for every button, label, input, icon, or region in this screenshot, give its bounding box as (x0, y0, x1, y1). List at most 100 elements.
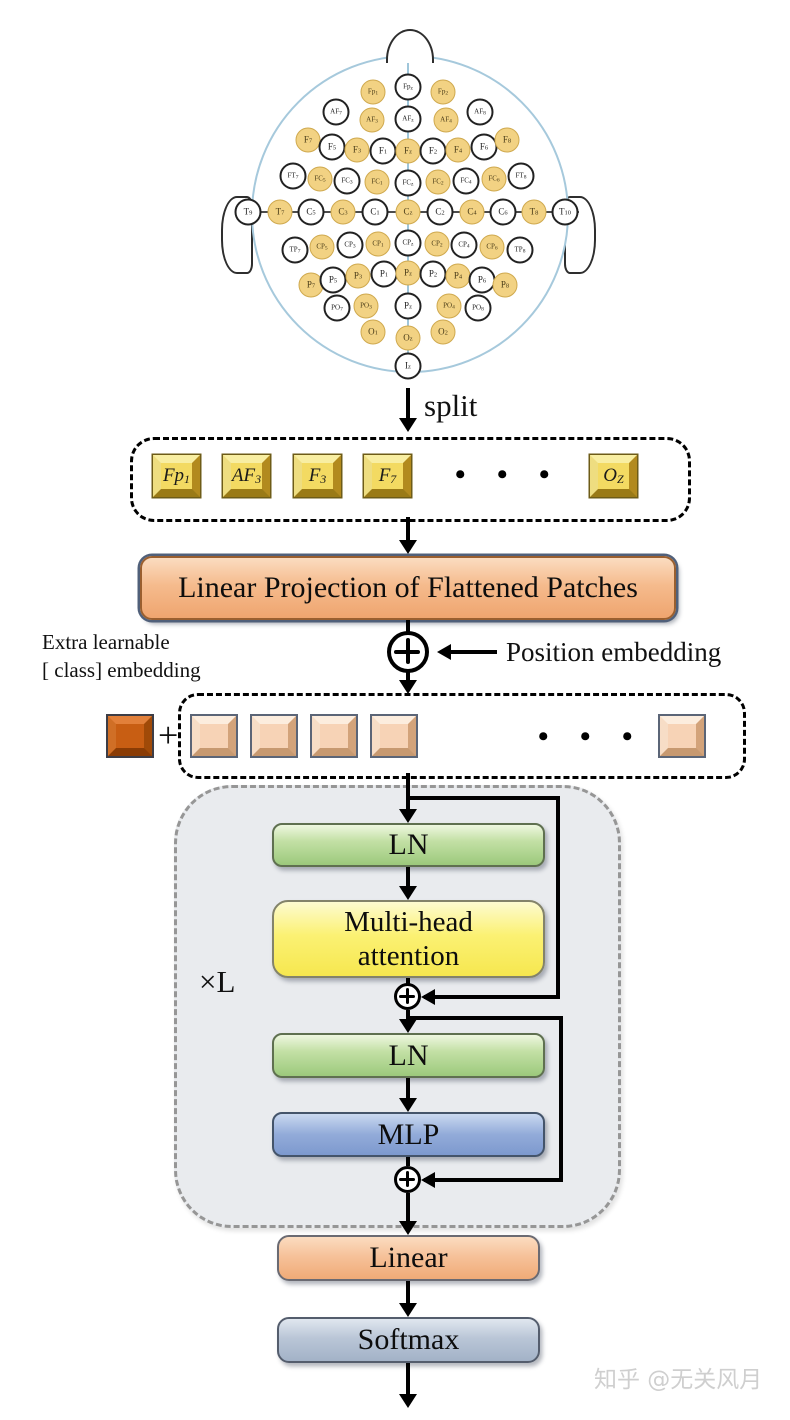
arrow-ln2-to-mlp-line (406, 1078, 410, 1100)
ln2-box: LN (272, 1033, 545, 1078)
arrow-split-head (399, 418, 417, 432)
arrow-encoder-to-linear-head (399, 1221, 417, 1235)
add1-plus-circle-icon (394, 983, 421, 1010)
extra-embedding-line1: Extra learnable (42, 630, 170, 654)
embedded-patch-token (372, 716, 416, 756)
encoder-repeat-label: ×L (199, 964, 236, 999)
add2-plus-circle-icon (394, 1166, 421, 1193)
stub-mlp-to-add2 (406, 1157, 410, 1166)
arrow-output-line (406, 1363, 410, 1395)
arrow-add1-to-ln2-head (399, 1019, 417, 1033)
skip2-vertical-line (559, 1016, 563, 1182)
patch-row-ellipsis: • • • (455, 458, 562, 491)
watermark: 知乎 @无关风月 (594, 1367, 763, 1393)
stub-mha-to-add1 (406, 978, 410, 985)
embedding-row-ellipsis: • • • (538, 720, 645, 753)
skip2-branch-line (406, 1016, 563, 1020)
softmax-box: Softmax (277, 1317, 540, 1363)
arrow-ln-to-mha-head (399, 886, 417, 900)
multi-head-attention-box: Multi-head attention (272, 900, 545, 978)
stub-to-plus-circle (406, 620, 410, 632)
position-embedding-label: Position embedding (506, 637, 722, 667)
plus-circle-icon (387, 631, 429, 673)
arrow-into-encoder-head (399, 809, 417, 823)
mha-line1: Multi-head (344, 906, 473, 938)
ln1-box: LN (272, 823, 545, 867)
arrow-linear-to-softmax-head (399, 1303, 417, 1317)
arrow-encoder-to-linear-line (406, 1193, 410, 1222)
split-label: split (424, 388, 478, 423)
arrow-to-projection-head (399, 540, 417, 554)
arrow-to-embedding-head (399, 680, 417, 694)
arrow-output-head (399, 1394, 417, 1408)
arrow-ln-to-mha-line (406, 867, 410, 888)
arrow-ln2-to-mlp-head (399, 1098, 417, 1112)
skip1-vertical-line (556, 796, 560, 999)
mlp-box: MLP (272, 1112, 545, 1157)
skip2-return-line (424, 1178, 559, 1182)
skip2-arrowhead (421, 1172, 435, 1188)
embedded-patch-token (192, 716, 236, 756)
arrow-linear-to-softmax-line (406, 1281, 410, 1305)
mha-line2: attention (357, 940, 460, 972)
arrow-into-encoder-line (406, 773, 410, 811)
linear-box: Linear (277, 1235, 540, 1281)
extra-embedding-line2: [ class] embedding (42, 658, 201, 682)
